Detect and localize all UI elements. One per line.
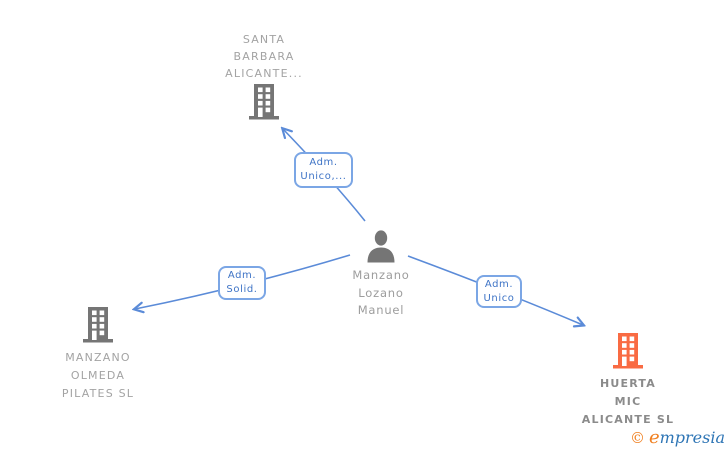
edge-label-line: Adm.	[227, 270, 257, 281]
person-name-line: Manuel	[357, 303, 405, 317]
building-icon-highlighted	[613, 333, 643, 369]
edge-label-line: Unico	[483, 292, 515, 304]
person-name-line: Lozano	[358, 285, 404, 300]
person-name: Manzano Lozano Manuel	[352, 267, 409, 320]
edge-label-adm-solid: Adm. Solid.	[218, 266, 266, 300]
company-name-line: BARBARA	[233, 50, 295, 63]
company-node-manzano-olmeda-pilates[interactable]: MANZANO OLMEDA PILATES SL	[18, 305, 178, 403]
person-icon	[367, 230, 395, 263]
company-name: HUERTA MIC ALICANTE SL	[582, 375, 674, 429]
building-icon	[83, 307, 113, 343]
edge-label-line: Adm.	[309, 157, 338, 168]
brand-logo-text: mpresia	[659, 428, 725, 447]
company-name-line: HUERTA	[599, 377, 656, 390]
person-name-line: Manzano	[352, 268, 410, 282]
company-name-line: OLMEDA	[70, 369, 126, 382]
edge-label-adm-unico-top: Adm. Unico,...	[294, 152, 353, 188]
company-name-line: PILATES SL	[61, 387, 135, 400]
empresia-watermark: ©empresia	[630, 427, 725, 448]
company-name-line: MIC	[614, 395, 642, 408]
company-node-huerta-mic-alicante[interactable]: HUERTA MIC ALICANTE SL	[548, 331, 708, 429]
copyright-symbol: ©	[629, 429, 645, 447]
building-icon	[249, 84, 279, 120]
company-name-line: ALICANTE SL	[581, 413, 675, 426]
company-name-line: ALICANTE...	[225, 67, 303, 80]
edge-label-line: Adm.	[484, 278, 514, 290]
edge-label-line: Solid.	[226, 284, 258, 295]
company-name: MANZANO OLMEDA PILATES SL	[62, 349, 134, 403]
brand-logo-text: e	[648, 427, 660, 448]
edge-label-adm-unico-right: Adm. Unico	[476, 275, 522, 308]
company-name-line: MANZANO	[65, 351, 131, 364]
company-node-santa-barbara[interactable]: SANTA BARBARA ALICANTE...	[184, 31, 344, 121]
company-name-line: SANTA	[242, 33, 286, 46]
person-node-manzano-lozano-manuel[interactable]: Manzano Lozano Manuel	[301, 230, 461, 320]
edge-label-line: Unico,...	[300, 171, 347, 182]
company-name: SANTA BARBARA ALICANTE...	[225, 31, 303, 82]
